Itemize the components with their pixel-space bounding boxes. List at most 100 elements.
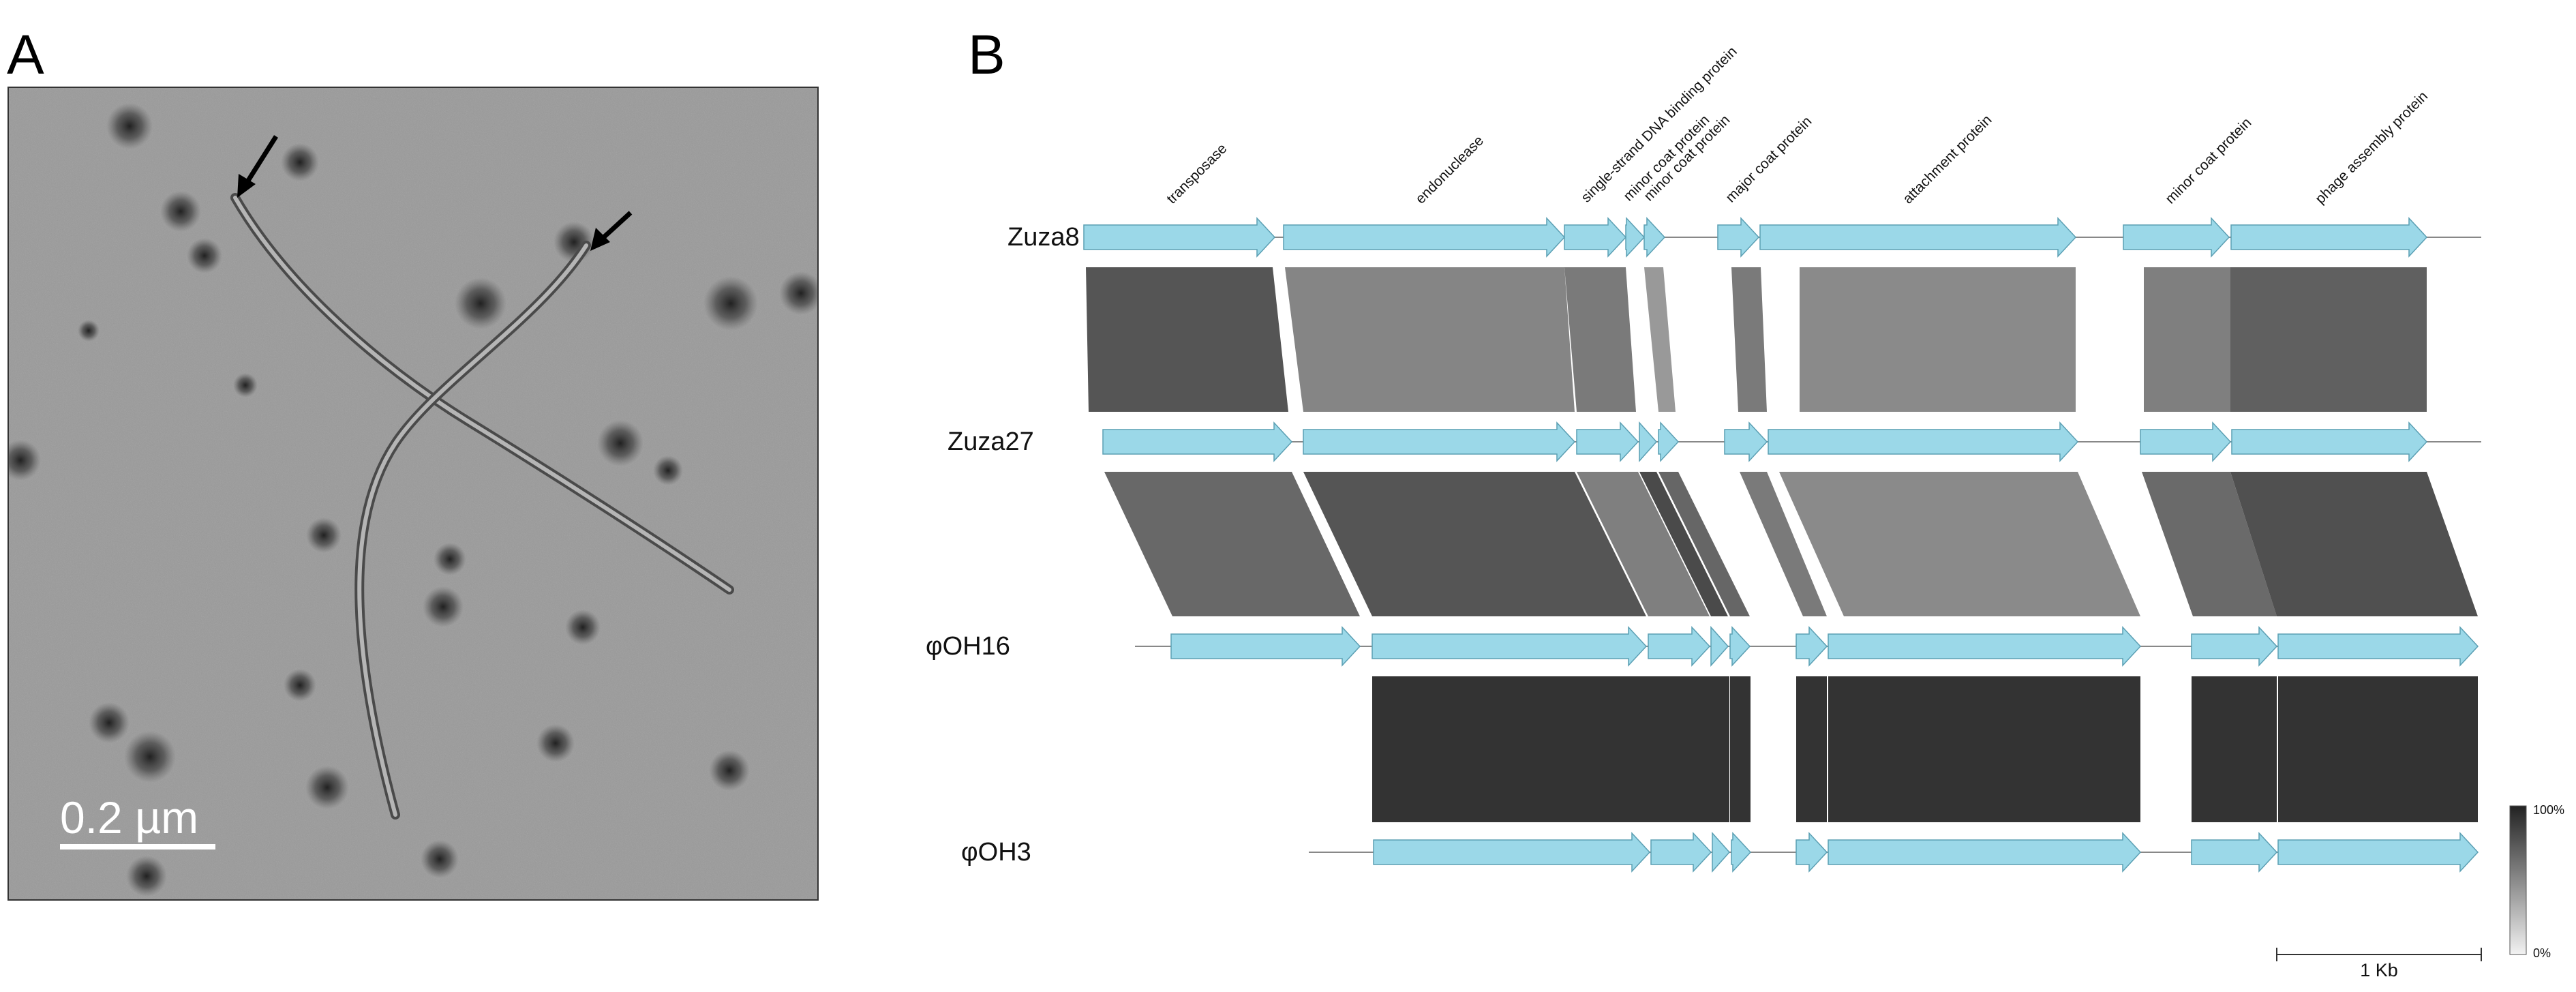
gene-arrow [1639,421,1658,462]
particle-debris [8,103,818,897]
identity-bands [1086,267,2478,822]
arrow-icon [590,211,633,251]
identity-band [1650,676,1711,822]
identity-band [1639,472,1728,616]
filament-highlight [357,243,588,817]
gene-label: minor coat protein [2162,115,2254,207]
identity-band [1828,676,2140,822]
genome-track: Zuza8 [1007,217,2481,258]
identity-band [1644,267,1676,412]
particle [106,103,153,149]
gene-arrow [1643,217,1666,258]
gene-arrow [1712,832,1731,873]
gene-arrow [1564,217,1627,258]
gene-arrow [1083,217,1276,258]
gene-arrow [2191,626,2278,667]
identity-band [1779,472,2140,616]
particle [536,724,575,762]
identity-legend-max: 100% [2533,803,2564,817]
identity-band [1796,676,1827,822]
identity-band [1711,676,1729,822]
particle [306,517,342,553]
panel-letter-b: B [968,24,1005,86]
identity-band [1104,472,1360,616]
gene-arrow [1625,217,1646,258]
particle [160,191,201,232]
gene-arrow [2277,832,2479,873]
gene-arrow [1828,832,2142,873]
genome-label: φOH3 [961,838,1031,867]
particle [89,702,130,743]
micrograph-scale-bar [60,844,215,850]
gene-label: transposase [1164,140,1230,207]
gene-arrow [1828,626,2142,667]
identity-band [1564,267,1636,412]
arrow-icon [237,135,278,198]
identity-legend-min: 0% [2533,946,2551,960]
particle [305,766,349,809]
identity-band [1086,267,1288,412]
particle [423,586,464,627]
identity-band [1800,267,2076,412]
particle [421,840,459,878]
particle [565,610,601,645]
gene-arrow [1658,421,1680,462]
gene-arrow [2191,832,2278,873]
identity-band [2278,676,2478,822]
gene-arrow [1170,626,1361,667]
particle [703,276,758,331]
gene-arrow [1710,626,1729,667]
gene-arrow [1729,626,1751,667]
identity-band [2230,267,2427,412]
identity-band [1372,676,1650,822]
particle [124,731,176,783]
identity-band [1740,472,1827,616]
identity-band [1303,472,1646,616]
gene-label: attachment protein [1900,112,1995,207]
identity-legend: 100% 0% [2509,803,2564,960]
particle [284,669,316,702]
panel-letter-a: A [7,24,44,86]
identity-band [2142,472,2277,616]
gene-arrow [1648,626,1711,667]
genome-track: φOH3 [961,832,2479,873]
gene-arrow [1576,421,1639,462]
identity-band [1730,676,1751,822]
micrograph-frame [7,87,819,901]
gene-arrow [1795,832,1828,873]
identity-band [2192,676,2277,822]
gene-arrow [1650,832,1712,873]
particle [187,238,222,273]
filament-highlight [233,196,731,592]
gene-arrow [1373,832,1651,873]
gene-arrow [1283,217,1566,258]
gene-arrow [1102,421,1293,462]
identity-band [1285,267,1575,412]
gene-arrow [1372,626,1648,667]
gene-arrow [2230,217,2428,258]
identity-band [2144,267,2230,412]
particle [8,440,41,481]
particle [434,543,466,575]
identity-band [2230,472,2478,616]
gene-arrow [1724,421,1768,462]
gene-label: major coat protein [1723,113,1815,205]
gene-arrow [1768,421,2079,462]
genome-label: φOH16 [926,632,1010,661]
particle [78,320,100,342]
gene-arrow [2231,421,2428,462]
particle [233,373,258,397]
particle [653,455,683,485]
gene-arrow [1303,421,1576,462]
particle [597,420,643,466]
kb-scale-label: 1 Kb [2360,960,2398,980]
genome-track: φOH16 [926,626,2479,667]
micrograph: 0.2 µm [8,87,818,900]
identity-band [1577,472,1710,616]
particle [709,750,750,791]
identity-band [1731,267,1767,412]
genome-track: Zuza27 [948,421,2481,462]
